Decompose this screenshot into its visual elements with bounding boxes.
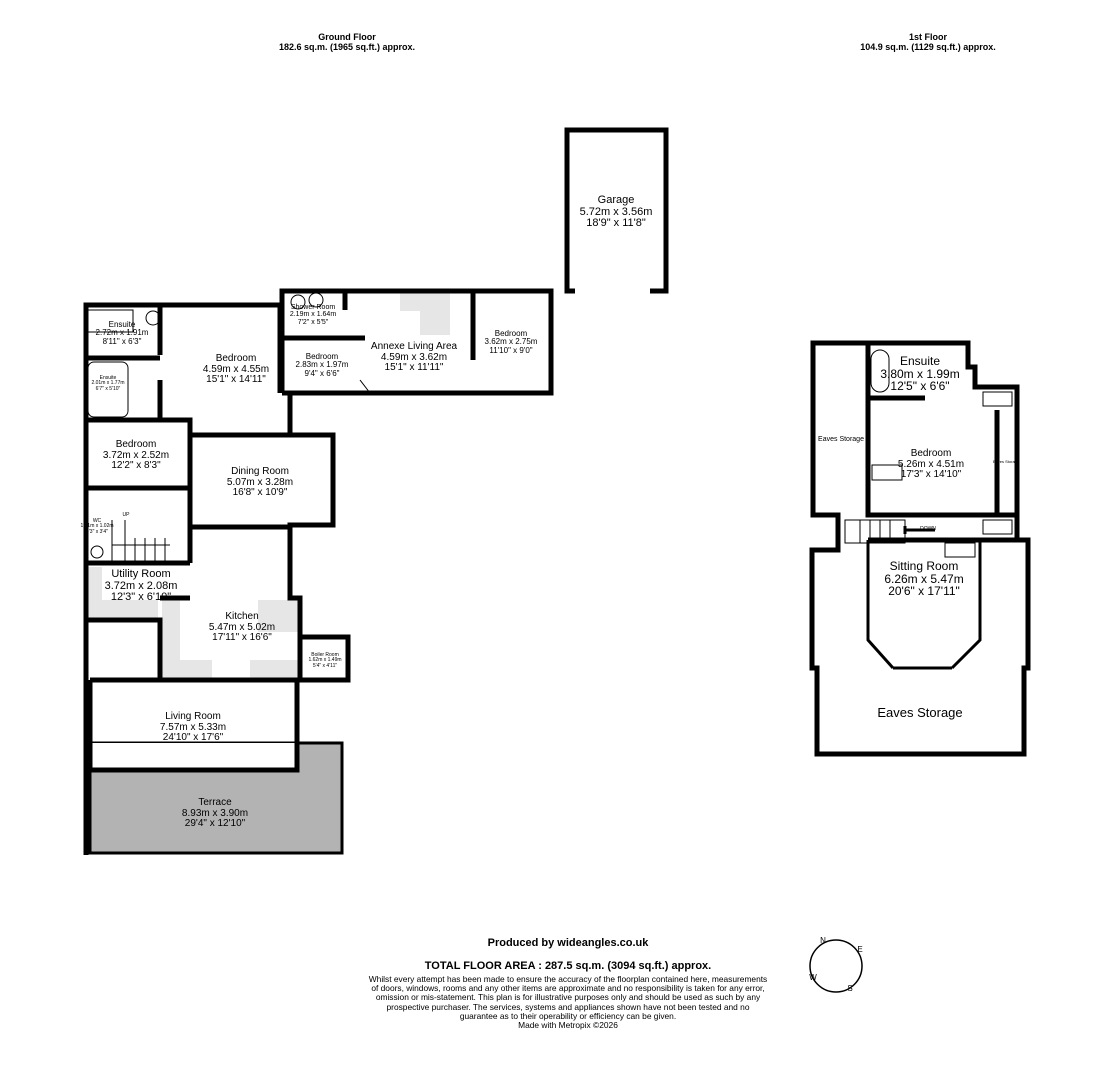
compass-n: N [820,936,826,945]
ground-floor-title: Ground Floor [318,32,376,42]
disclaimer: Whilst every attempt has been made to en… [368,974,768,1031]
first-floor-area: 104.9 sq.m. (1129 sq.ft.) approx. [860,42,996,53]
garage-walls [564,127,669,294]
first-floor-title: 1st Floor [908,32,947,42]
room-label-eaves-storage: Eaves Storage [992,459,1020,464]
first-floor-header: 1st Floor 104.9 sq.m. (1129 sq.ft.) appr… [860,32,996,53]
compass-e: E [857,945,863,954]
ground-floor-area: 182.6 sq.m. (1965 sq.ft.) approx. [278,42,416,53]
room-label-eaves-storage: Eaves Storage [818,436,864,443]
produced-by: Produced by wideangles.co.uk [487,937,649,949]
kitchen-units [88,293,450,678]
stairs-down-label: DOWN [920,526,936,532]
disclaimer-text: Whilst every attempt has been made to en… [368,974,768,1021]
first-floor-outer-walls [809,340,1031,757]
stairs-up-label: UP [122,512,130,518]
compass-rose-icon [809,939,863,993]
made-with: Made with Metropix ©2026 [518,1020,618,1031]
compass-s: S [847,984,853,993]
total-floor-area: TOTAL FLOOR AREA : 287.5 sq.m. (3094 sq.… [424,960,712,972]
room-label-eaves-storage: Eaves Storage [877,705,963,720]
ground-floor-header: Ground Floor 182.6 sq.m. (1965 sq.ft.) a… [279,32,415,53]
compass-w: W [809,973,817,982]
